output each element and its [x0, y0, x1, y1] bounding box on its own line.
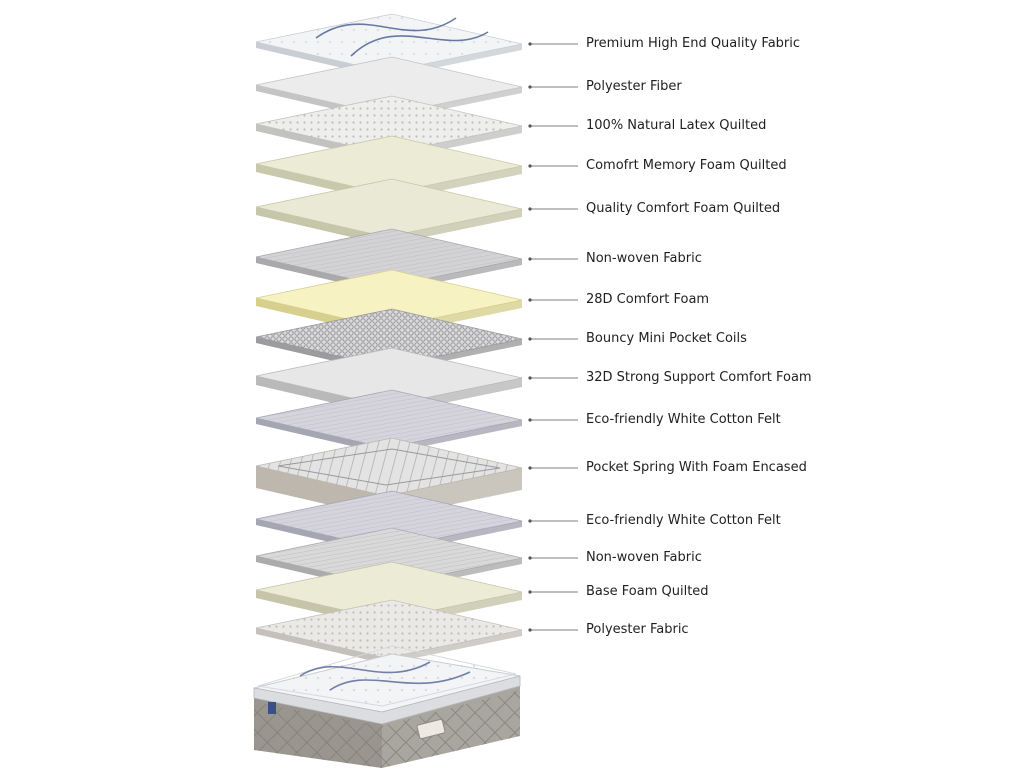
layer-pocket-spring — [255, 437, 523, 518]
leader-dot — [528, 85, 532, 89]
leader-dot — [528, 556, 532, 560]
leader-dot — [528, 164, 532, 168]
label-natural-latex: 100% Natural Latex Quilted — [586, 118, 767, 133]
label-premium-fabric: Premium High End Quality Fabric — [586, 36, 801, 51]
layers-stack — [255, 13, 578, 664]
label-32d-support-foam: 32D Strong Support Comfort Foam — [586, 370, 812, 385]
label-mini-pocket-coils: Bouncy Mini Pocket Coils — [586, 331, 747, 346]
label-polyester-fabric: Polyester Fabric — [586, 622, 689, 637]
label-pocket-spring: Pocket Spring With Foam Encased — [586, 460, 807, 475]
layer-non-woven-2 — [255, 527, 523, 592]
leader-dot — [528, 466, 532, 470]
assembled-mattress — [253, 645, 521, 768]
leader-dot — [528, 42, 532, 46]
label-cotton-felt-1: Eco-friendly White Cotton Felt — [586, 412, 781, 427]
leader-dot — [528, 519, 532, 523]
brand-tag — [268, 702, 276, 714]
leader-dot — [528, 298, 532, 302]
leader-dot — [528, 337, 532, 341]
leader-dot — [528, 124, 532, 128]
side-handle — [416, 718, 446, 740]
label-cotton-felt-2: Eco-friendly White Cotton Felt — [586, 513, 781, 528]
leader-dot — [528, 590, 532, 594]
label-polyester-fiber: Polyester Fiber — [586, 79, 682, 94]
label-non-woven-1: Non-woven Fabric — [586, 251, 702, 266]
label-28d-foam: 28D Comfort Foam — [586, 292, 710, 307]
leader-dot — [528, 376, 532, 380]
label-base-foam: Base Foam Quilted — [586, 584, 709, 599]
label-memory-foam: Comofrt Memory Foam Quilted — [586, 158, 787, 173]
label-quality-comfort-foam: Quality Comfort Foam Quilted — [586, 201, 781, 216]
layer-cotton-felt-1 — [255, 389, 523, 454]
leader-dot — [528, 257, 532, 261]
label-non-woven-2: Non-woven Fabric — [586, 550, 702, 565]
leader-dot — [528, 628, 532, 632]
leader-dot — [528, 418, 532, 422]
leader-dot — [528, 207, 532, 211]
